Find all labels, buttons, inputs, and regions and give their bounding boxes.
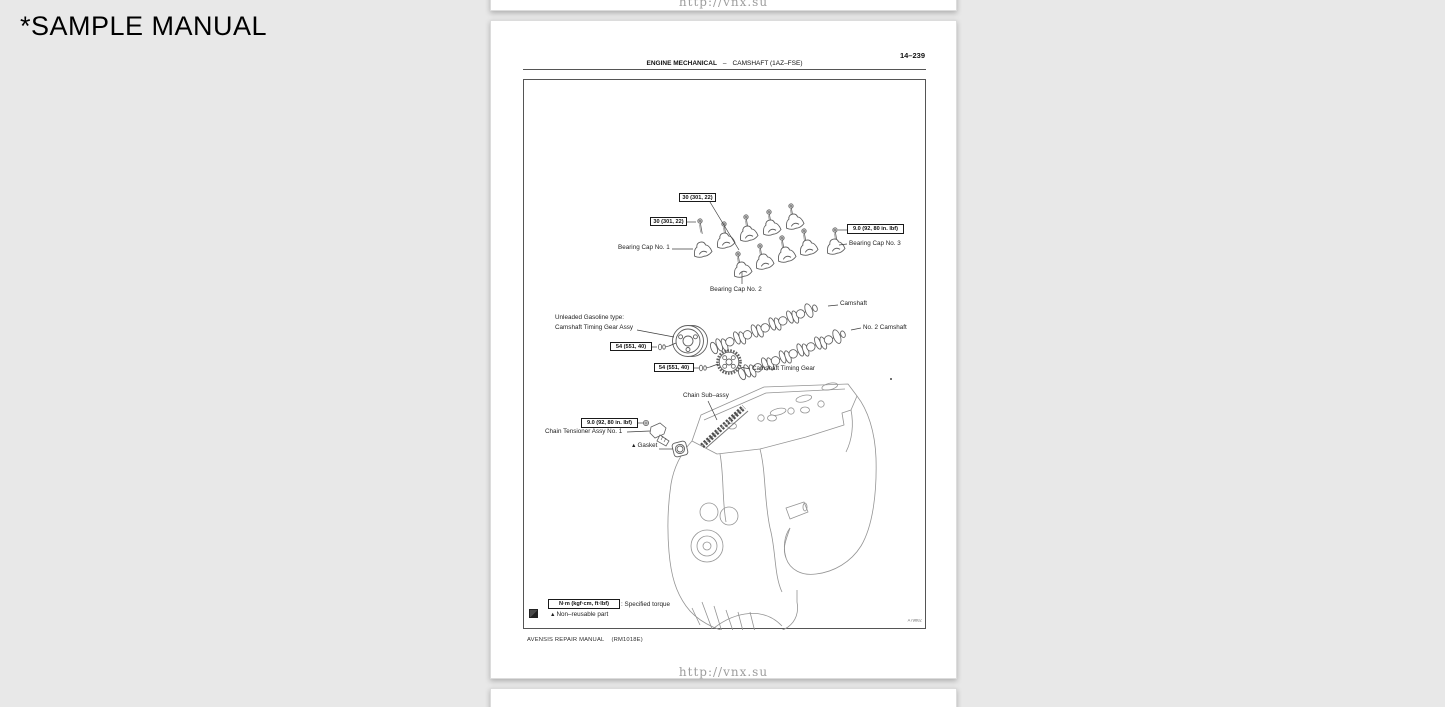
legend-non-reusable: ▲Non–reusable part xyxy=(550,611,609,618)
label-bearing-cap-1: Bearing Cap No. 1 xyxy=(618,244,670,251)
watermark-bottom: http://vnx.su xyxy=(678,665,769,679)
figure-frame: 30 (301, 22) 30 (301, 22) 9.0 (92, 80 in… xyxy=(523,79,926,630)
torque-tag-chain-tensioner: 9.0 (92, 80 in. lbf) xyxy=(581,418,638,428)
timing-gear-drawing xyxy=(716,349,742,375)
camshaft-diagram-artwork xyxy=(626,201,892,630)
header-separator: – xyxy=(722,60,727,67)
page-footer: AVENSIS REPAIR MANUAL (RM1018E) xyxy=(527,637,643,643)
leader-lines xyxy=(626,201,862,450)
next-page-sliver xyxy=(490,688,957,707)
label-chain-sub-assy: Chain Sub–assy xyxy=(683,392,729,399)
torque-tag-bearing-cap-top: 30 (301, 22) xyxy=(679,193,716,202)
label-camshaft-timing-gear-assy: Camshaft Timing Gear Assy xyxy=(555,324,634,331)
torque-tag-bearing-cap-left: 30 (301, 22) xyxy=(650,217,687,226)
manual-code: (RM1018E) xyxy=(611,637,643,643)
torque-tag-gear-assy: 54 (551, 40) xyxy=(610,342,652,351)
label-camshaft: Camshaft xyxy=(840,300,867,307)
legend-torque-unit-box: N·m (kgf·cm, ft·lbf) xyxy=(548,599,620,609)
stray-dot xyxy=(890,378,892,380)
torque-tag-timing-gear: 54 (551, 40) xyxy=(654,363,694,372)
label-camshaft-timing-gear: Camshaft Timing Gear xyxy=(752,365,815,372)
label-chain-tensioner-assy: Chain Tensioner Assy No. 1 xyxy=(545,428,623,435)
label-no2-camshaft: No. 2 Camshaft xyxy=(863,324,907,331)
non-reusable-marker-icon: ▲ xyxy=(631,443,637,449)
gasket-drawing xyxy=(671,440,689,458)
timing-gear-assy-drawing xyxy=(672,325,708,357)
label-bearing-cap-3: Bearing Cap No. 3 xyxy=(849,240,901,247)
bearing-caps-drawing xyxy=(691,211,847,280)
torque-tag-bearing-cap-no3: 9.0 (92, 80 in. lbf) xyxy=(847,224,904,234)
sample-manual-overlay-title: *SAMPLE MANUAL xyxy=(20,11,268,41)
legend-torque-desc: : Specified torque xyxy=(621,601,671,608)
gear-bolts-drawing xyxy=(657,343,711,372)
manual-page: 14–239 ENGINE MECHANICAL–CAMSHAFT (1AZ–F… xyxy=(490,20,957,679)
label-unleaded-gasoline-type: Unleaded Gasoline type: xyxy=(555,314,624,321)
header-section: ENGINE MECHANICAL xyxy=(646,60,717,67)
non-reusable-marker-icon: ▲ xyxy=(550,612,556,618)
previous-page-sliver: http://vnx.su xyxy=(490,0,957,11)
label-bearing-cap-2: Bearing Cap No. 2 xyxy=(710,286,762,293)
timing-chain-drawing xyxy=(700,404,749,449)
header-rule xyxy=(523,69,926,70)
figure-code: A79802 xyxy=(907,619,922,624)
page-number: 14–239 xyxy=(899,51,925,60)
label-gasket: ▲Gasket xyxy=(631,442,658,449)
footnote-mark-icon xyxy=(529,609,538,618)
chain-tensioner-drawing xyxy=(643,419,670,447)
watermark-top: http://vnx.su xyxy=(678,0,769,9)
header-subsection: CAMSHAFT (1AZ–FSE) xyxy=(732,60,803,67)
page-header: ENGINE MECHANICAL–CAMSHAFT (1AZ–FSE) xyxy=(523,60,926,67)
engine-block-drawing xyxy=(667,382,877,630)
manual-name: AVENSIS REPAIR MANUAL xyxy=(527,637,605,643)
